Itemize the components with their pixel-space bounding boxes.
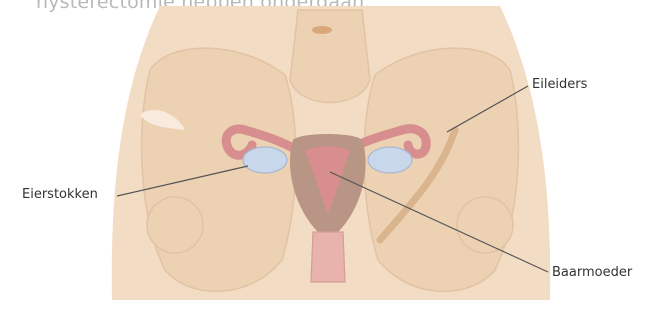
navel <box>312 26 332 34</box>
left-hip-joint <box>147 197 203 253</box>
label-eierstokken: Eierstokken <box>22 187 98 202</box>
right-hip-joint <box>457 197 513 253</box>
spine <box>290 10 370 103</box>
left-ovary <box>243 147 287 173</box>
right-ovary <box>368 147 412 173</box>
label-baarmoeder: Baarmoeder <box>552 265 632 280</box>
label-eileiders: Eileiders <box>532 77 587 92</box>
cervix <box>311 232 345 282</box>
